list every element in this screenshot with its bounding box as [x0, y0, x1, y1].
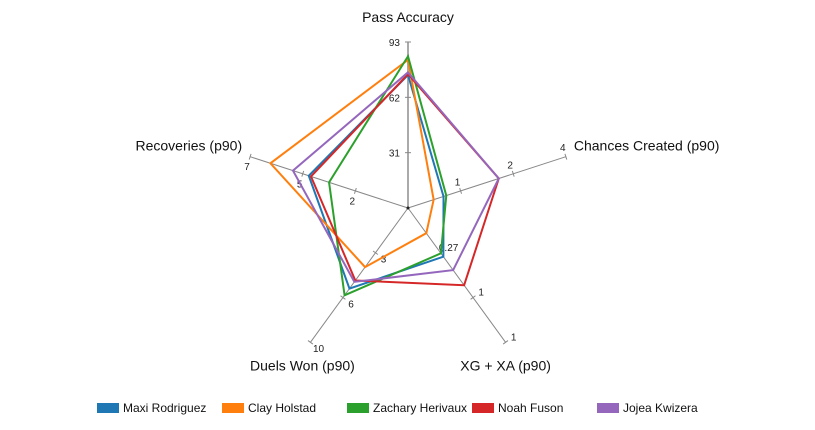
tick-label: 2	[350, 196, 356, 207]
tick-label: 1	[511, 332, 517, 343]
axis-line	[407, 207, 506, 343]
axis-tick	[307, 340, 314, 345]
legend-item: Zachary Herivaux	[347, 401, 467, 415]
axis-tick	[470, 295, 476, 300]
legend-swatch	[472, 403, 494, 413]
legend-item: Maxi Rodriguez	[97, 401, 206, 415]
series-polygon-clay-holstad	[268, 58, 435, 269]
axis-tick	[511, 170, 515, 177]
tick-label: 0.27	[439, 243, 459, 254]
series-polygon-zachary-herivaux	[328, 53, 448, 297]
tick-label: 2	[507, 160, 513, 171]
legend-label: Clay Holstad	[248, 401, 317, 415]
legend-swatch	[97, 403, 119, 413]
legend: Maxi Rodriguez Clay Holstad Zachary Heriva…	[0, 401, 815, 419]
legend-swatch	[222, 403, 244, 413]
legend-label: Zachary Herivaux	[373, 401, 468, 415]
axis-tick	[248, 153, 252, 160]
axis-tick	[340, 295, 346, 300]
tick-label: 1	[478, 288, 484, 299]
legend-swatch	[347, 403, 369, 413]
axis-label: XG + XA (p90)	[460, 357, 551, 373]
tick-label: 93	[389, 38, 401, 49]
tick-label: 1	[455, 177, 461, 188]
axis-label: Duels Won (p90)	[250, 357, 355, 373]
tick-label: 62	[389, 93, 401, 104]
legend-label: Noah Fuson	[498, 401, 564, 415]
tick-label: 4	[560, 143, 566, 154]
axis-label: Pass Accuracy	[362, 9, 454, 25]
tick-label: 10	[313, 344, 325, 355]
tick-label: 7	[244, 162, 250, 173]
axis-tick	[372, 250, 379, 255]
tick-label: 31	[389, 149, 401, 160]
axis-tick	[301, 170, 305, 177]
legend-item: Jojea Kwizera	[597, 401, 698, 415]
axis-tick	[502, 340, 509, 345]
tick-label: 6	[348, 299, 354, 310]
legend-item: Clay Holstad	[222, 401, 316, 415]
tick-label: 3	[381, 255, 387, 266]
center-marker	[406, 206, 410, 210]
legend-label: Jojea Kwizera	[623, 401, 698, 415]
legend-item: Noah Fuson	[472, 401, 563, 415]
axis-line	[310, 207, 409, 343]
axis-tick	[353, 187, 357, 194]
legend-swatch	[597, 403, 619, 413]
series-polygon-jojea-kwizera	[291, 70, 500, 283]
axis-label: Chances Created (p90)	[574, 138, 720, 154]
legend-label: Maxi Rodriguez	[123, 401, 207, 415]
axis-tick	[564, 153, 568, 160]
axis-label: Recoveries (p90)	[136, 138, 243, 154]
axis-tick	[459, 187, 463, 194]
